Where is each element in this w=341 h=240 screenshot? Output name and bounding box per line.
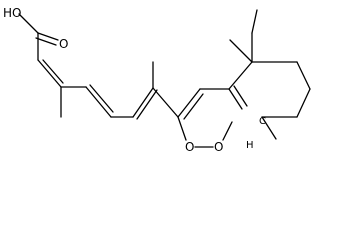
bond-c2-c3-double — [42, 59, 64, 84]
bond-ho-c1 — [18, 13, 39, 34]
bond-c8-c9 — [177, 88, 201, 118]
bond-o2-c11 — [222, 121, 233, 141]
bond-c2-c3 — [37, 59, 62, 88]
bond-c10-c12 — [228, 61, 253, 90]
hydrogen-label: H — [246, 140, 254, 151]
bond-c6-c7-double — [136, 89, 158, 120]
ring-oxygen-2-label: O — [214, 140, 223, 154]
bond-c10-c11-double — [233, 85, 248, 107]
bond-c8-o1 — [177, 116, 187, 141]
bond-c11-methyl — [261, 116, 277, 140]
bond-c6-c7 — [132, 87, 154, 118]
ring-oxygen-1-label: O — [185, 140, 194, 154]
ring-carbon-label: C — [259, 116, 266, 127]
carbonyl-oxygen-label: O — [59, 37, 68, 51]
bond-c10-c11 — [228, 88, 243, 110]
bond-c1-o-double-a — [37, 32, 59, 41]
bond-c12-methyl-a — [229, 39, 253, 63]
hydroxyl-label: HO — [3, 6, 21, 20]
bond-c4-c5-double — [89, 84, 114, 113]
bond-c1-o-double-b — [35, 37, 57, 46]
bond-c7-c8 — [152, 87, 179, 118]
bond-c13-c14 — [296, 61, 311, 90]
chemical-structure: HO O O O C H — [3, 6, 311, 154]
bond-c8-c9-double — [183, 93, 204, 120]
bond-c4-c5 — [85, 86, 112, 118]
bond-methyl-b-tip — [251, 9, 258, 34]
bond-c14-c15 — [296, 88, 311, 118]
